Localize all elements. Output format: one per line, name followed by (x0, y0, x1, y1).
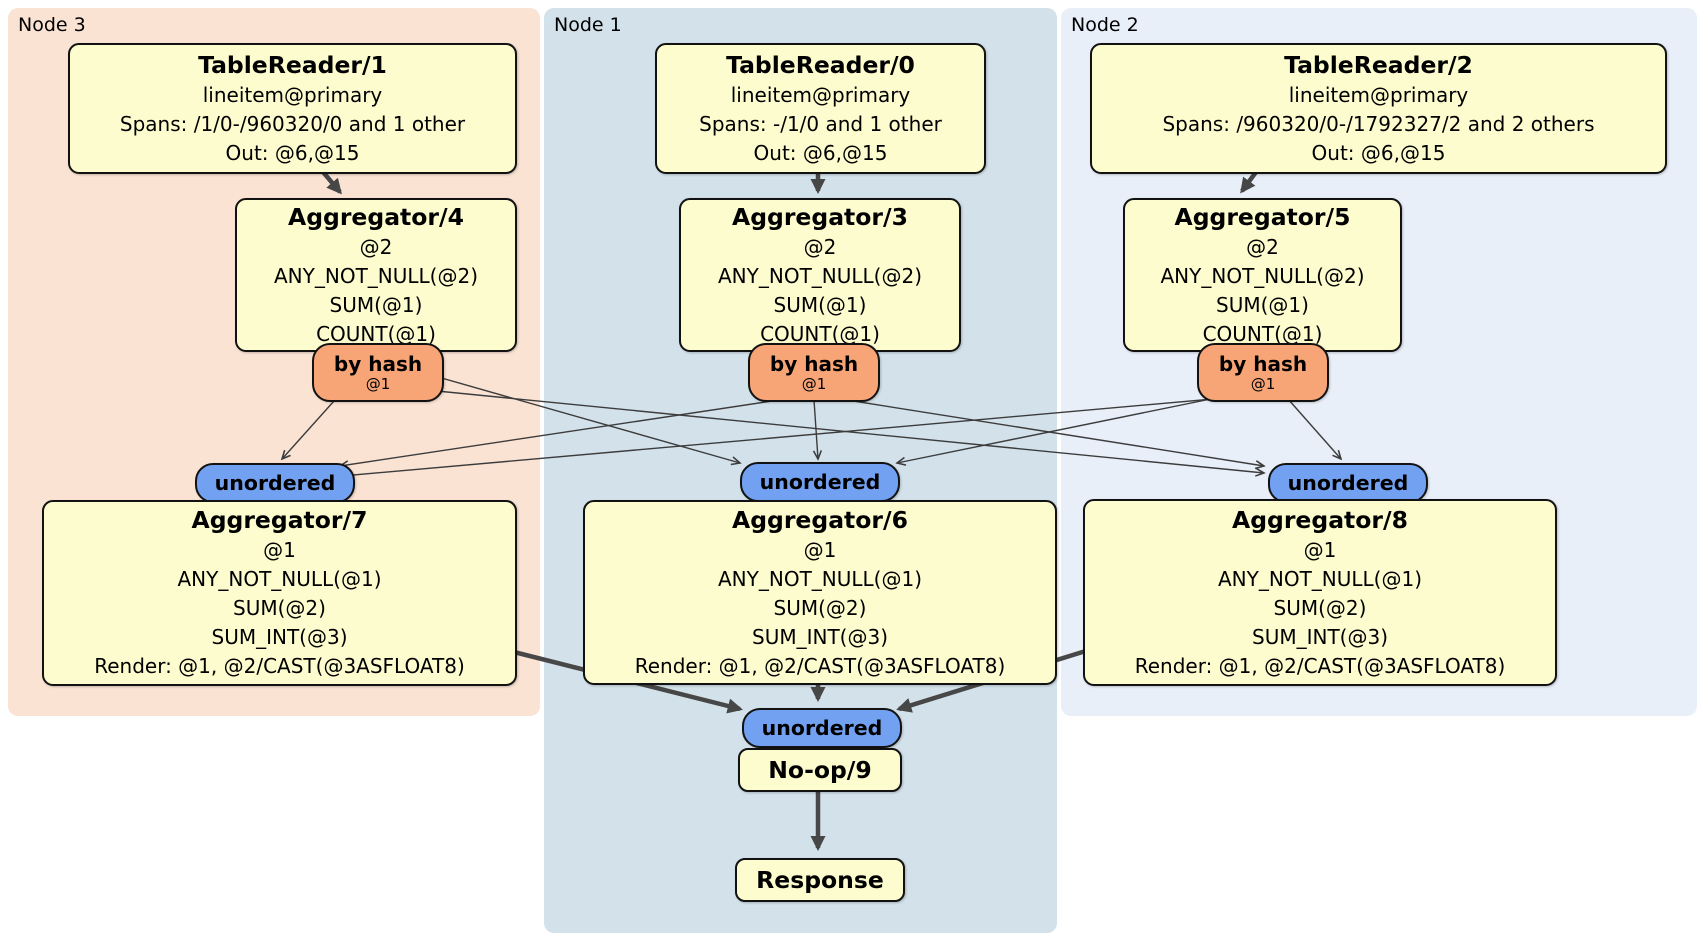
agg-render: Render: @1, @2/CAST(@3ASFLOAT8) (1134, 653, 1506, 678)
processor-spans: Spans: /960320/0-/1792327/2 and 2 others (1162, 111, 1595, 136)
processor-index: lineitem@primary (1288, 82, 1469, 107)
processor-title: Aggregator/6 (732, 505, 908, 534)
agg-fn: ANY_NOT_NULL(@2) (718, 263, 922, 288)
agg-fn: SUM(@1) (1216, 292, 1309, 317)
processor-title: TableReader/1 (198, 50, 387, 79)
sync-label: unordered (759, 470, 881, 494)
sync-label: unordered (1287, 471, 1409, 495)
agg-group-cols: @2 (803, 234, 837, 259)
processor-noop-9: No-op/9 (738, 748, 902, 792)
sync-label: unordered (214, 471, 336, 495)
agg-group-cols: @1 (1303, 537, 1337, 562)
router-by-hash-node2: by hash @1 (1197, 343, 1329, 402)
router-label: by hash (1218, 352, 1308, 376)
sync-unordered-final: unordered (742, 708, 902, 748)
processor-out: Out: @6,@15 (753, 140, 888, 165)
processor-index: lineitem@primary (202, 82, 383, 107)
agg-fn: SUM(@1) (773, 292, 867, 317)
processor-title: Response (756, 866, 884, 894)
agg-fn: SUM_INT(@3) (752, 624, 888, 649)
processor-spans: Spans: -/1/0 and 1 other (699, 111, 942, 136)
agg-fn: COUNT(@1) (1202, 321, 1323, 346)
agg-render: Render: @1, @2/CAST(@3ASFLOAT8) (94, 654, 465, 678)
processor-aggregator-5: Aggregator/5 @2 ANY_NOT_NULL(@2) SUM(@1)… (1123, 198, 1402, 352)
router-label: by hash (333, 352, 423, 376)
processor-out: Out: @6,@15 (1311, 140, 1446, 165)
processor-aggregator-8: Aggregator/8 @1 ANY_NOT_NULL(@1) SUM(@2)… (1083, 499, 1557, 686)
processor-title: Aggregator/5 (1174, 202, 1351, 231)
response-node: Response (735, 858, 905, 902)
sync-unordered-node3: unordered (195, 463, 355, 503)
router-label: by hash (769, 352, 859, 376)
processor-out: Out: @6,@15 (225, 140, 360, 165)
agg-group-cols: @1 (803, 537, 837, 562)
processor-title: TableReader/0 (726, 50, 915, 79)
processor-aggregator-3: Aggregator/3 @2 ANY_NOT_NULL(@2) SUM(@1)… (679, 198, 961, 352)
processor-tablereader-1: TableReader/1 lineitem@primary Spans: /1… (68, 43, 517, 174)
agg-group-cols: @2 (1246, 234, 1279, 259)
agg-fn: ANY_NOT_NULL(@1) (1218, 566, 1422, 591)
processor-tablereader-0: TableReader/0 lineitem@primary Spans: -/… (655, 43, 986, 174)
sync-unordered-node1: unordered (740, 462, 900, 502)
processor-tablereader-2: TableReader/2 lineitem@primary Spans: /9… (1090, 43, 1667, 174)
router-key: @1 (801, 375, 827, 393)
sync-unordered-node2: unordered (1268, 463, 1428, 503)
processor-index: lineitem@primary (730, 82, 911, 107)
agg-fn: SUM(@2) (773, 595, 867, 620)
processor-title: Aggregator/3 (732, 202, 908, 231)
processor-title: Aggregator/7 (191, 506, 368, 534)
agg-fn: ANY_NOT_NULL(@2) (1160, 263, 1365, 288)
agg-fn: ANY_NOT_NULL(@1) (177, 567, 382, 591)
agg-fn: ANY_NOT_NULL(@2) (274, 263, 478, 288)
agg-fn: SUM_INT(@3) (1252, 624, 1388, 649)
agg-fn: SUM_INT(@3) (211, 625, 348, 649)
agg-group-cols: @1 (263, 538, 296, 562)
router-by-hash-node1: by hash @1 (748, 343, 880, 402)
agg-fn: COUNT(@1) (760, 321, 880, 346)
processor-aggregator-6: Aggregator/6 @1 ANY_NOT_NULL(@1) SUM(@2)… (583, 500, 1057, 685)
agg-fn: SUM(@2) (1273, 595, 1367, 620)
processor-aggregator-7: Aggregator/7 @1 ANY_NOT_NULL(@1) SUM(@2)… (42, 500, 517, 686)
region-node3-label: Node 3 (18, 14, 86, 36)
processor-title: TableReader/2 (1284, 50, 1473, 79)
region-node1-label: Node 1 (554, 14, 622, 36)
router-by-hash-node3: by hash @1 (312, 343, 444, 402)
region-node2-label: Node 2 (1071, 14, 1139, 36)
processor-title: Aggregator/8 (1232, 505, 1408, 534)
sync-label: unordered (761, 716, 883, 740)
agg-fn: SUM(@1) (329, 292, 423, 317)
agg-render: Render: @1, @2/CAST(@3ASFLOAT8) (634, 653, 1006, 678)
router-key: @1 (365, 375, 391, 393)
router-key: @1 (1250, 375, 1276, 393)
agg-fn: SUM(@2) (233, 596, 326, 620)
processor-aggregator-4: Aggregator/4 @2 ANY_NOT_NULL(@2) SUM(@1)… (235, 198, 517, 352)
processor-title: No-op/9 (768, 756, 872, 784)
agg-group-cols: @2 (359, 234, 393, 259)
agg-fn: COUNT(@1) (316, 321, 436, 346)
processor-spans: Spans: /1/0-/960320/0 and 1 other (119, 111, 466, 136)
processor-title: Aggregator/4 (288, 202, 464, 231)
agg-fn: ANY_NOT_NULL(@1) (718, 566, 922, 591)
